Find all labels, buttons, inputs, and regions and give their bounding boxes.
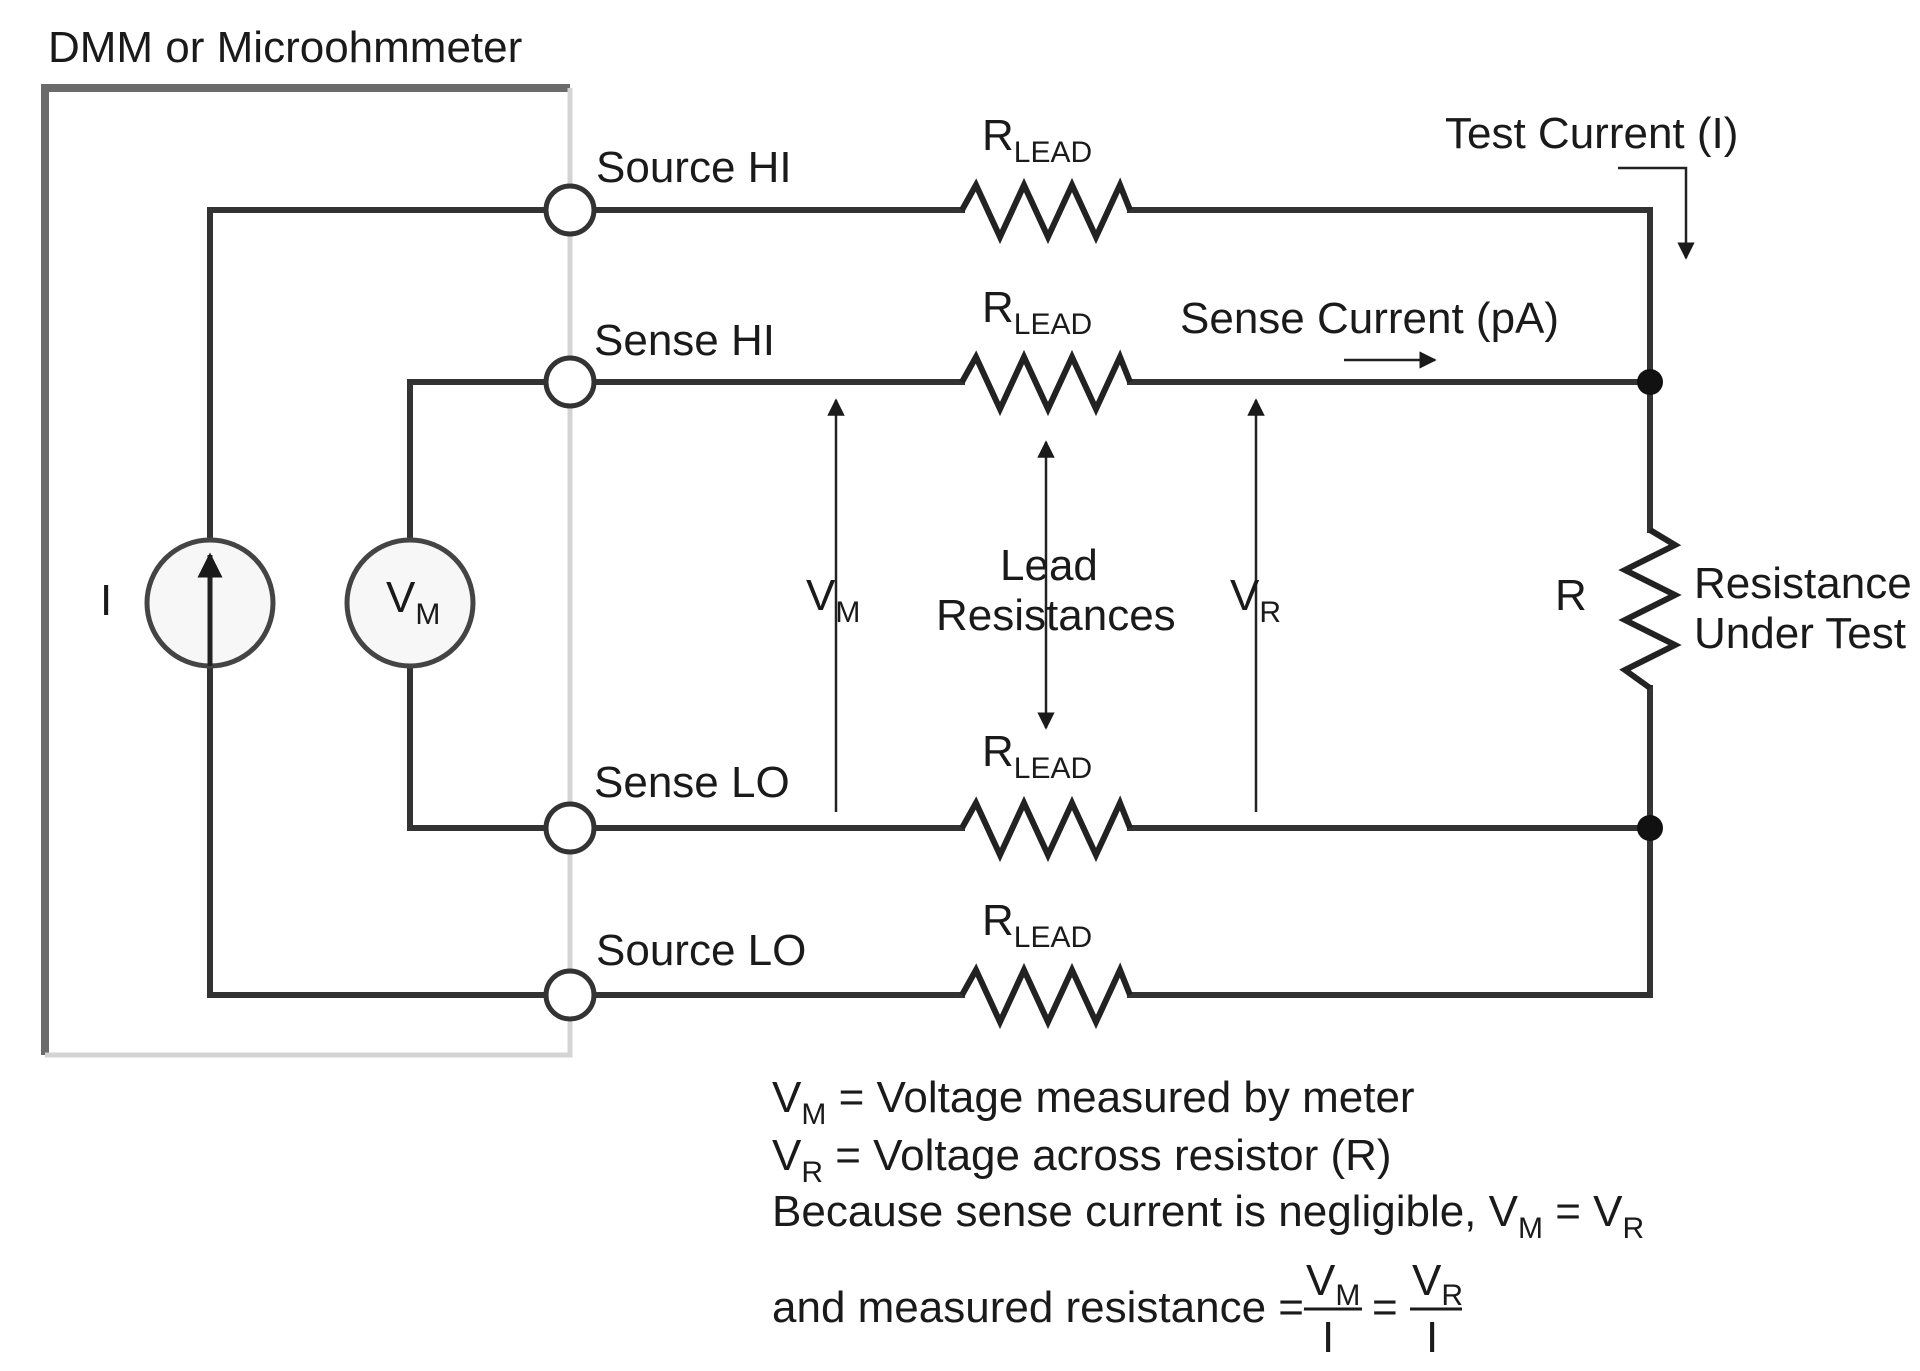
dut-label-line1: Resistance — [1694, 559, 1912, 608]
meter-enclosure — [41, 84, 573, 1058]
voltmeter-label: VM — [386, 573, 440, 631]
fraction-vm-over-i: VM I — [1304, 1256, 1362, 1362]
dut-symbol-label: R — [1555, 571, 1587, 620]
voltmeter: VM — [344, 537, 476, 669]
note-line-1: VM = Voltage measured by meter — [772, 1073, 1415, 1131]
note-line-3: Because sense current is negligible, VM … — [772, 1187, 1644, 1245]
fraction-2-numerator: VR — [1412, 1256, 1463, 1312]
sense-loop-wiring — [407, 379, 1653, 831]
vm-arrow-label: VM — [806, 571, 860, 629]
resistor-under-test — [1618, 527, 1682, 691]
lead-resistances-label-line1: Lead — [1000, 541, 1098, 590]
source-loop-wiring — [207, 207, 1653, 998]
notes-block: VM = Voltage measured by meter VR = Volt… — [772, 1073, 1644, 1362]
note-line-2: VR = Voltage across resistor (R) — [772, 1131, 1392, 1189]
rlead-label-1: RLEAD — [982, 111, 1092, 169]
sense-current-label: Sense Current (pA) — [1180, 294, 1559, 343]
rlead-label-2: RLEAD — [982, 283, 1092, 341]
fraction-equals: = — [1372, 1283, 1398, 1332]
label-sense-hi: Sense HI — [594, 316, 775, 365]
terminal-sense-lo — [543, 801, 597, 855]
vr-arrow-label: VR — [1230, 571, 1281, 629]
test-current-label: Test Current (I) — [1445, 109, 1738, 158]
fraction-vr-over-i: VR I — [1410, 1256, 1463, 1362]
lead-resistor-sense-lo — [959, 795, 1133, 863]
current-source — [144, 537, 276, 669]
rlead-label-4: RLEAD — [982, 896, 1092, 954]
lead-resistor-source-lo — [959, 962, 1133, 1030]
label-sense-lo: Sense LO — [594, 758, 790, 807]
junction-dot-top — [1637, 369, 1663, 395]
dut-label-line2: Under Test — [1694, 609, 1906, 658]
fraction-1-denominator: I — [1322, 1313, 1334, 1362]
terminal-source-lo — [543, 968, 597, 1022]
label-source-lo: Source LO — [596, 926, 806, 975]
terminal-source-hi — [543, 183, 597, 237]
label-source-hi: Source HI — [596, 143, 792, 192]
fraction-1-numerator: VM — [1306, 1256, 1360, 1312]
meter-title: DMM or Microohmmeter — [48, 23, 522, 72]
lead-resistor-source-hi — [959, 177, 1133, 245]
junction-dot-bottom — [1637, 815, 1663, 841]
lead-resistances-label-line2: Resistances — [936, 591, 1176, 640]
note-line-4: and measured resistance = — [772, 1283, 1304, 1332]
terminal-sense-hi — [543, 355, 597, 409]
rlead-label-3: RLEAD — [982, 727, 1092, 785]
lead-resistor-sense-hi — [959, 349, 1133, 417]
test-current-arrow — [1618, 166, 1695, 260]
current-source-label: I — [100, 576, 112, 625]
fraction-2-denominator: I — [1426, 1313, 1438, 1362]
